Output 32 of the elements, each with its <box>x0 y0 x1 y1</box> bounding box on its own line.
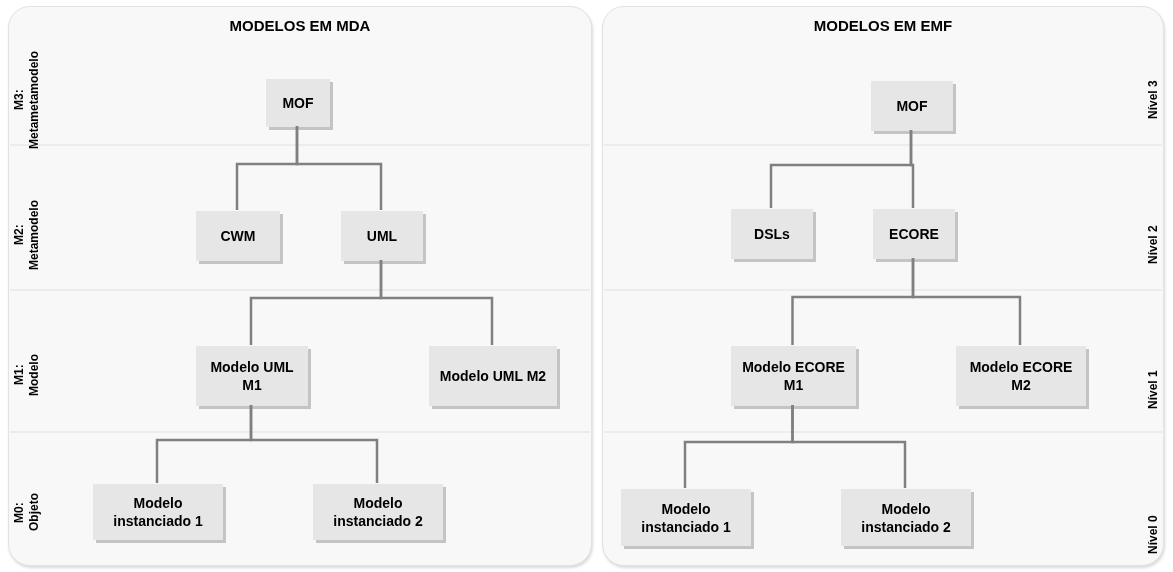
level-box: UML <box>341 211 423 261</box>
level-label: Nível 3 <box>1146 79 1161 122</box>
level-box: MOF <box>266 79 330 127</box>
connector-line <box>295 126 383 210</box>
level-box: Modelo ECORE M2 <box>956 346 1086 406</box>
level-box: Modelo ECORE M1 <box>731 346 856 406</box>
level-box: MOF <box>871 81 953 131</box>
connector-line <box>911 258 1022 345</box>
level-label: Nível 2 <box>1146 224 1161 267</box>
panel <box>602 6 1164 566</box>
level-box: Modelo instanciado 2 <box>313 484 443 540</box>
level-label: M3: Metametamodelo <box>12 50 42 151</box>
level-box: Modelo UML M2 <box>429 346 557 406</box>
level-box: Modelo instanciado 2 <box>841 489 971 546</box>
level-box: ECORE <box>873 209 955 259</box>
level-label: M0: Objeto <box>12 492 42 534</box>
level-box: DSLs <box>731 209 813 259</box>
level-box: Modelo instanciado 1 <box>93 484 223 540</box>
panel-title: MODELOS EM MDA <box>229 16 371 36</box>
connector-line <box>791 405 907 488</box>
level-box: Modelo UML M1 <box>196 346 308 406</box>
level-label: Nível 1 <box>1146 369 1161 412</box>
level-box: Modelo instanciado 1 <box>621 489 751 546</box>
level-box: CWM <box>196 211 280 261</box>
panel-title: MODELOS EM EMF <box>813 16 953 36</box>
connector-line <box>909 130 915 208</box>
level-label: M1: Modelo <box>12 353 42 398</box>
level-label: Nível 0 <box>1146 514 1161 557</box>
connector-line <box>379 260 494 345</box>
level-label: M2: Metamodelo <box>12 199 42 272</box>
connector-line <box>249 405 379 483</box>
panel <box>8 6 592 566</box>
